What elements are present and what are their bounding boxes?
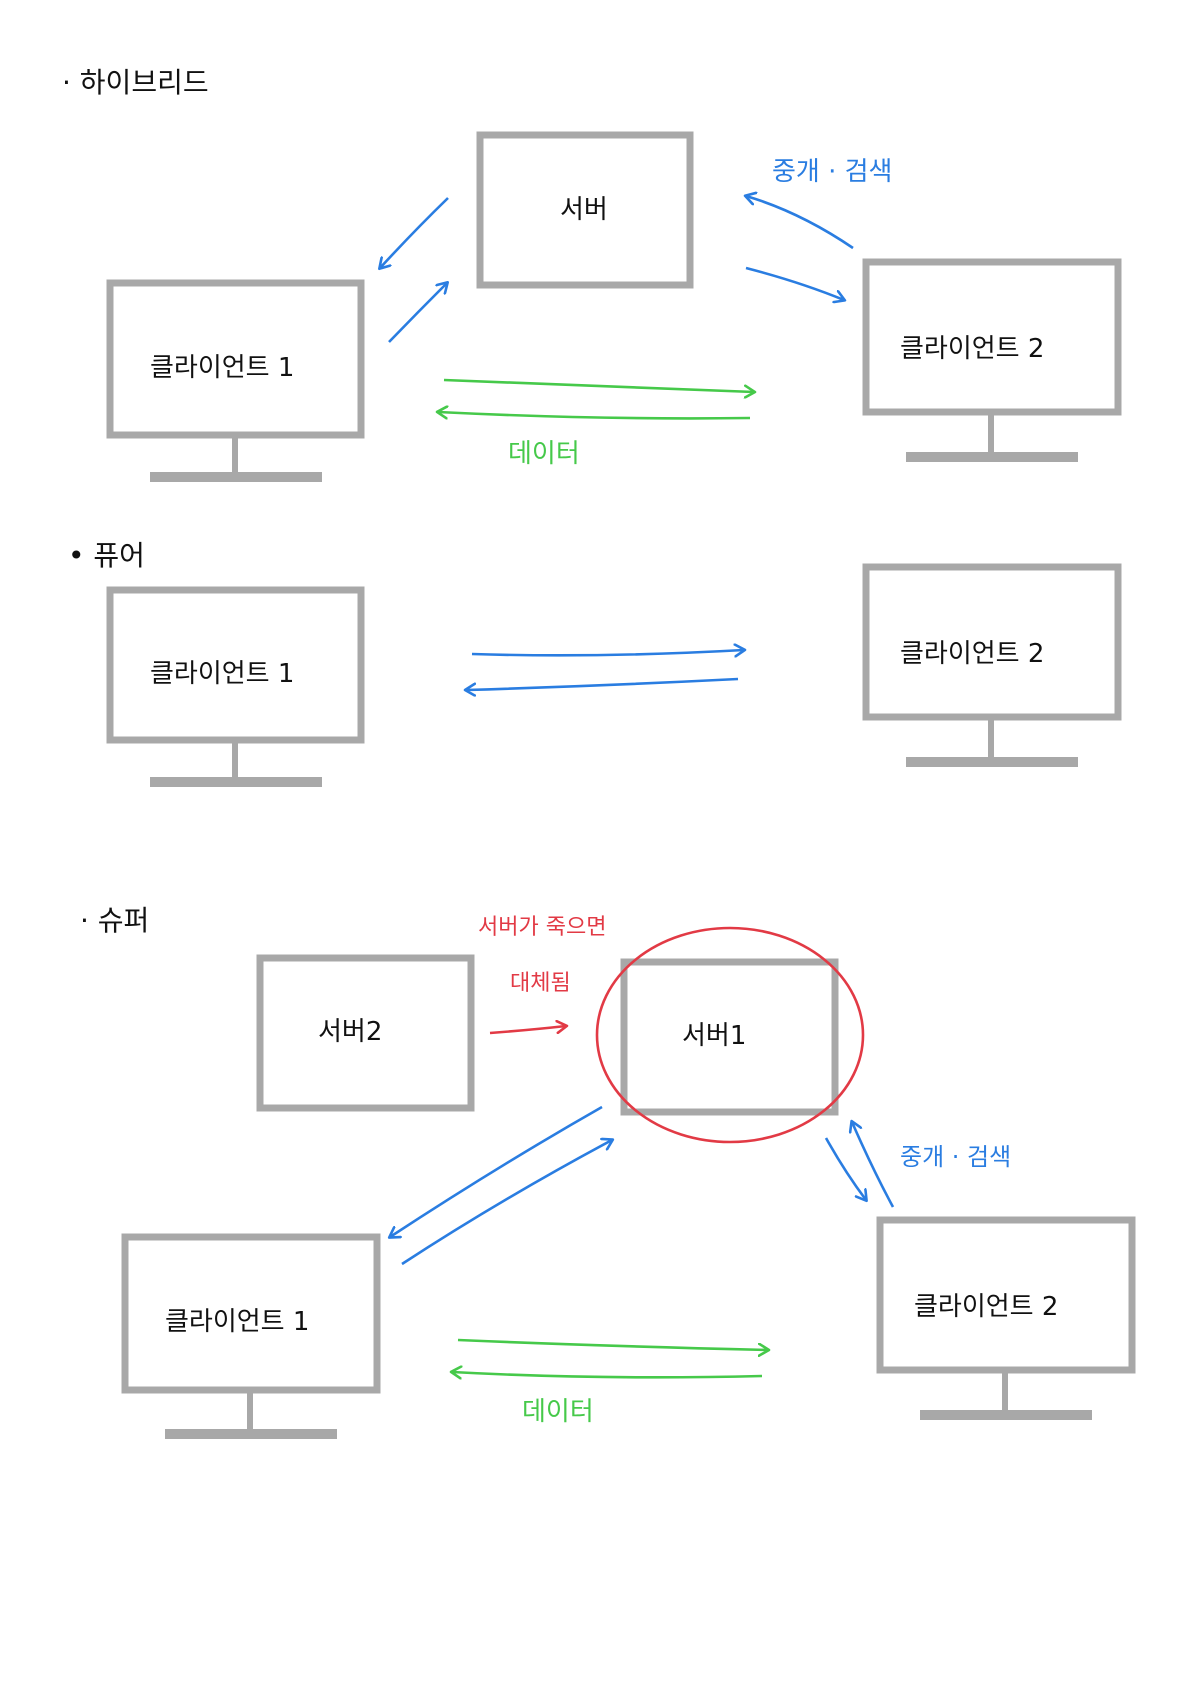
super-arrow-server1-to-client2 bbox=[824, 1137, 866, 1200]
pure-client1-monitor: 클라이언트 1 bbox=[106, 586, 365, 787]
super-failover-arrow bbox=[489, 1026, 566, 1035]
super-arrow-client1-to-server1 bbox=[401, 1140, 612, 1266]
super-server1-label: 서버1 bbox=[682, 1021, 746, 1051]
super-client2-label: 클라이언트 2 bbox=[914, 1292, 1058, 1322]
pure-client2-label: 클라이언트 2 bbox=[900, 639, 1044, 669]
pure-client1-label: 클라이언트 1 bbox=[150, 659, 294, 689]
super-data-label: 데이터 bbox=[522, 1397, 594, 1427]
pure-section-title: • 퓨어 bbox=[68, 539, 145, 572]
super-client1-label: 클라이언트 1 bbox=[165, 1307, 309, 1337]
super-arrow-client2-to-server1 bbox=[852, 1122, 895, 1208]
hybrid-data-arrow-left bbox=[438, 412, 751, 420]
super-relay-label: 중개 · 검색 bbox=[900, 1143, 1011, 1171]
hybrid-data-arrow-right bbox=[443, 378, 754, 392]
hybrid-section-title: · 하이브리드 bbox=[62, 66, 209, 99]
pure-arrow-right bbox=[471, 650, 744, 655]
hybrid-client2-label: 클라이언트 2 bbox=[900, 334, 1044, 364]
pure-client2-monitor: 클라이언트 2 bbox=[862, 563, 1122, 767]
super-arrow-server1-to-client1 bbox=[390, 1105, 603, 1237]
super-client1-monitor: 클라이언트 1 bbox=[121, 1233, 381, 1439]
hybrid-client2-monitor: 클라이언트 2 bbox=[862, 258, 1122, 462]
super-data-arrow-left bbox=[452, 1372, 763, 1377]
hybrid-arrow-server-to-client2 bbox=[745, 266, 844, 300]
hybrid-client1-label: 클라이언트 1 bbox=[150, 353, 294, 383]
hybrid-arrow-server-to-client1 bbox=[380, 197, 449, 268]
super-server2-label: 서버2 bbox=[318, 1017, 382, 1047]
super-server1-highlight-circle bbox=[595, 926, 865, 1144]
pure-arrow-left bbox=[466, 677, 739, 690]
super-data-arrow-right bbox=[457, 1338, 768, 1350]
super-failover-note-1: 서버가 죽으면 bbox=[478, 915, 606, 940]
hybrid-client1-monitor: 클라이언트 1 bbox=[106, 279, 365, 482]
hybrid-arrow-client2-to-server bbox=[746, 196, 854, 250]
super-failover-note-2: 대체됨 bbox=[510, 971, 571, 996]
super-client2-monitor: 클라이언트 2 bbox=[876, 1216, 1136, 1420]
hybrid-relay-label: 중개 · 검색 bbox=[772, 157, 892, 187]
super-server2-box: 서버2 bbox=[256, 954, 475, 1112]
hybrid-server-box: 서버 bbox=[476, 131, 694, 289]
super-server1-box: 서버1 bbox=[620, 958, 839, 1116]
hybrid-arrow-client1-to-server bbox=[388, 283, 447, 343]
hybrid-server-label: 서버 bbox=[560, 195, 608, 225]
hybrid-data-label: 데이터 bbox=[508, 439, 580, 469]
super-section-title: · 슈퍼 bbox=[80, 904, 149, 937]
